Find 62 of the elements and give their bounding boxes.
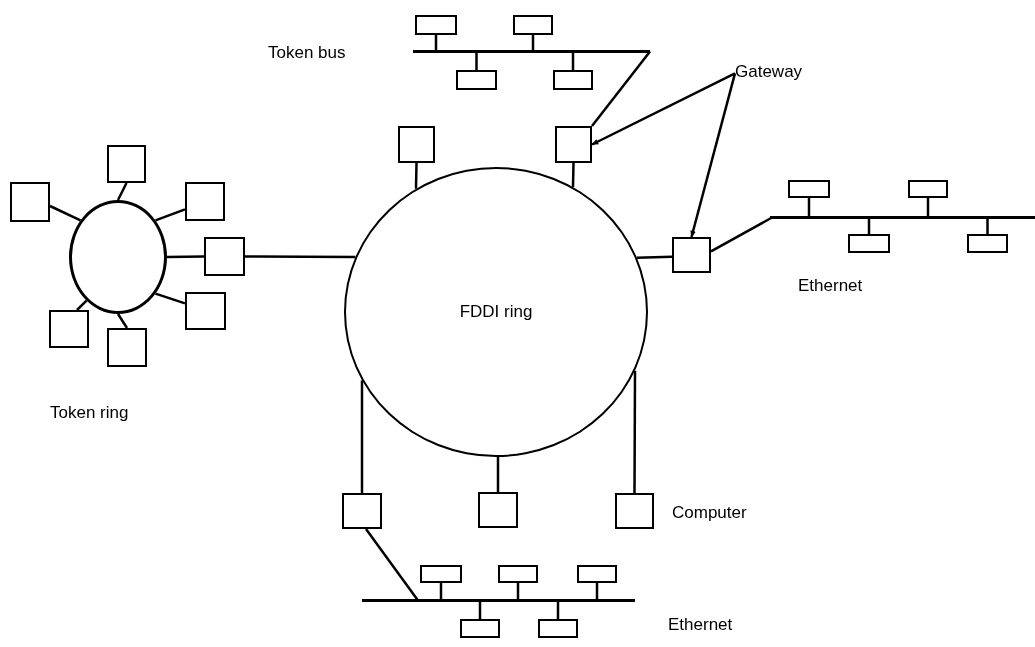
computer-box: [398, 126, 435, 163]
network-label: Token bus: [268, 42, 346, 64]
network-label: Token ring: [50, 402, 129, 424]
connection-line: [556, 600, 560, 619]
connection-line: [49, 204, 82, 222]
arrow: [591, 72, 736, 146]
connection-line: [414, 162, 418, 189]
network-label: Gateway: [735, 58, 827, 86]
computer-box: [107, 328, 147, 367]
computer-box: [185, 182, 225, 221]
connection-line: [496, 457, 500, 492]
computer-box: [204, 237, 245, 276]
computer-box: [478, 492, 518, 528]
connection-line: [155, 292, 186, 305]
computer-box: [107, 145, 146, 183]
computer-box: [555, 126, 592, 163]
connection-line: [807, 198, 811, 218]
computer-box: [788, 180, 830, 198]
connection-line: [116, 313, 129, 329]
computer-box: [456, 70, 497, 90]
network-label: Computer: [672, 502, 747, 524]
computer-box: [498, 565, 538, 583]
connection-line: [986, 217, 989, 234]
computer-box: [10, 182, 50, 222]
computer-box: [967, 234, 1008, 253]
computer-box: [49, 310, 89, 348]
connection-line: [155, 208, 186, 222]
connection-line: [365, 528, 419, 602]
arrow: [690, 73, 737, 238]
computer-box: [513, 15, 553, 35]
network-label: Ethernet: [668, 614, 733, 636]
computer-box: [848, 234, 890, 253]
computer-box: [538, 619, 578, 638]
connection-line: [360, 380, 364, 493]
computer-box: [420, 565, 462, 583]
computer-box: [460, 619, 500, 638]
connection-line: [478, 600, 482, 619]
connection-line: [636, 255, 673, 259]
computer-box: [185, 292, 226, 330]
connection-line: [116, 182, 128, 201]
connection-line: [167, 255, 204, 259]
computer-box: [577, 565, 617, 583]
connection-line: [633, 370, 637, 493]
bus-line: [362, 599, 635, 602]
computer-box: [615, 493, 654, 529]
connection-line: [926, 198, 930, 218]
connection-line: [710, 216, 773, 253]
connection-line: [571, 162, 575, 188]
computer-box: [908, 180, 948, 198]
connection-line: [591, 50, 651, 127]
computer-box: [553, 70, 593, 90]
network-label: Ethernet: [798, 275, 863, 297]
computer-box: [672, 237, 711, 273]
computer-box: [415, 15, 457, 35]
bus-line: [413, 50, 650, 53]
bus-line: [770, 216, 1035, 219]
connection-line: [475, 51, 478, 70]
connection-line: [245, 255, 356, 259]
ring-ellipse: [344, 167, 648, 457]
connection-line: [571, 51, 575, 70]
computer-box: [342, 493, 382, 529]
ring-label: FDDI ring: [459, 301, 533, 324]
